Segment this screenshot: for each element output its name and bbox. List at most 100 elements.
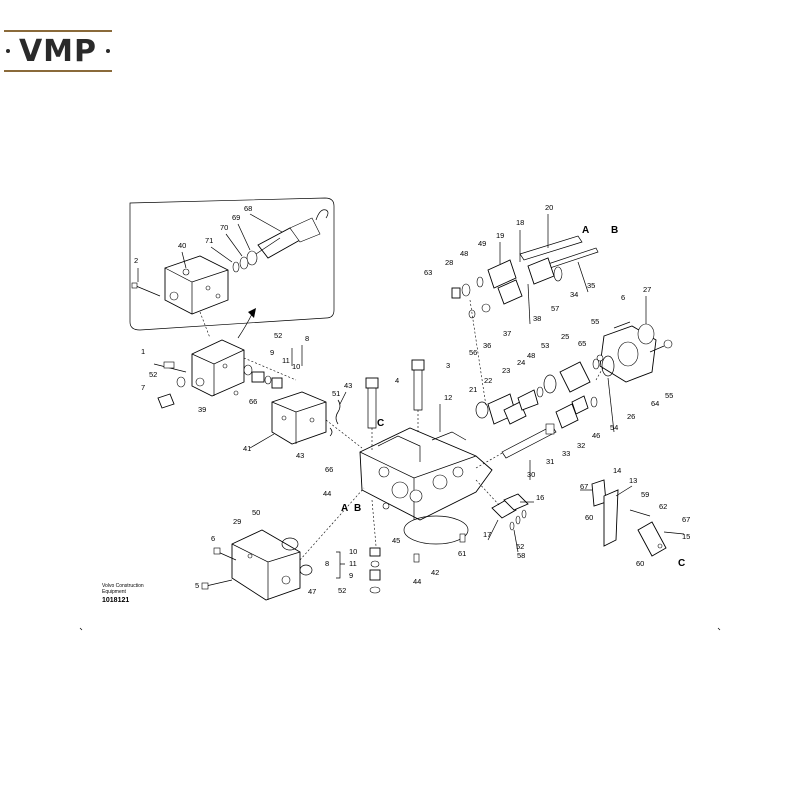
screws-5-6 [201, 547, 237, 590]
part-label-52: 52 [274, 331, 282, 340]
part-label-25: 25 [561, 332, 569, 341]
logo-top-rule [4, 30, 112, 32]
manufacturer-caption: Volvo Construction Equipment 1018121 [102, 583, 144, 604]
part-label-36: 36 [483, 341, 491, 350]
part-label-52: 52 [338, 586, 346, 595]
part-label-31: 31 [546, 457, 554, 466]
part-label-50: 50 [252, 508, 260, 517]
inset-valve-block-40 [164, 255, 229, 315]
part-label-30: 30 [527, 470, 535, 479]
part-label-47: 47 [308, 587, 316, 596]
part-label-41: 41 [243, 444, 251, 453]
clips-43-51 [329, 399, 341, 437]
ref-a-top: A [582, 225, 589, 236]
part-label-70: 70 [220, 223, 228, 232]
part-label-54: 54 [610, 423, 618, 432]
right-small-parts [596, 321, 673, 362]
part-label-67: 67 [682, 515, 690, 524]
part-label-35: 35 [587, 281, 595, 290]
part-label-58: 58 [517, 551, 525, 560]
part-label-56: 56 [469, 348, 477, 357]
part-label-7: 7 [141, 383, 145, 392]
part-label-62: 62 [659, 502, 667, 511]
part-label-66: 66 [325, 465, 333, 474]
part-label-52: 52 [149, 370, 157, 379]
part-label-42: 42 [431, 568, 439, 577]
part-label-68: 68 [244, 204, 252, 213]
part-label-18: 18 [516, 218, 524, 227]
valve-block-39 [191, 339, 245, 397]
left-small-parts [153, 361, 283, 409]
bolt-3 [411, 359, 425, 411]
part-label-71: 71 [205, 236, 213, 245]
part-label-59: 59 [641, 490, 649, 499]
part-label-60: 60 [585, 513, 593, 522]
logo-wordmark: VMP [18, 34, 98, 69]
spool-30 [501, 423, 557, 459]
part-label-44: 44 [413, 577, 421, 586]
part-label-8: 8 [305, 334, 309, 343]
caption-line-1: Volvo Construction [102, 583, 144, 589]
pins-44-61 [382, 502, 466, 563]
part-label-19: 19 [496, 231, 504, 240]
part-label-28: 28 [445, 258, 453, 267]
part-label-55: 55 [591, 317, 599, 326]
inset-detail-box [129, 197, 335, 331]
part-label-26: 26 [627, 412, 635, 421]
part-label-51: 51 [332, 389, 340, 398]
part-label-2: 2 [134, 256, 138, 265]
part-label-4: 4 [395, 376, 399, 385]
part-label-5: 5 [195, 581, 199, 590]
ref-c-right: C [678, 558, 685, 569]
part-label-39: 39 [198, 405, 206, 414]
bracket-13-14 [580, 479, 619, 547]
part-label-14: 14 [613, 466, 621, 475]
part-label-9: 9 [270, 348, 274, 357]
part-label-3: 3 [446, 361, 450, 370]
part-label-40: 40 [178, 241, 186, 250]
part-label-20: 20 [545, 203, 553, 212]
logo-dot-right [106, 49, 110, 53]
end-cover-26 [599, 323, 657, 383]
ref-b-left: B [354, 503, 361, 514]
part-label-64: 64 [651, 399, 659, 408]
part-label-44: 44 [323, 489, 331, 498]
part-label-48: 48 [460, 249, 468, 258]
part-label-23: 23 [502, 366, 510, 375]
logo-bottom-rule [4, 70, 112, 72]
part-label-57: 57 [551, 304, 559, 313]
part-label-67: 67 [580, 482, 588, 491]
part-label-22: 22 [484, 376, 492, 385]
part-label-12: 12 [444, 393, 452, 402]
part-label-33: 33 [562, 449, 570, 458]
bracket-15 [629, 509, 667, 557]
leader-lines [137, 213, 685, 553]
fittings-16-17 [491, 493, 529, 531]
caption-line-2: Equipment [102, 589, 127, 595]
main-valve-body-12 [359, 427, 493, 521]
part-label-6: 6 [211, 534, 215, 543]
part-label-43: 43 [344, 381, 352, 390]
top-right-spool-parts [451, 235, 599, 319]
spring-parts-31-33 [555, 395, 598, 429]
part-label-34: 34 [570, 290, 578, 299]
part-label-55: 55 [665, 391, 673, 400]
inset-o-rings [232, 250, 258, 273]
part-label-69: 69 [232, 213, 240, 222]
part-label-65: 65 [578, 339, 586, 348]
edge-ticks [79, 627, 721, 631]
part-label-17: 17 [483, 530, 491, 539]
part-label-9: 9 [349, 571, 353, 580]
part-label-38: 38 [533, 314, 541, 323]
assembly-dash-lines [199, 299, 605, 561]
part-label-37: 37 [503, 329, 511, 338]
part-label-11: 11 [282, 356, 290, 365]
part-label-21: 21 [469, 385, 477, 394]
part-label-8: 8 [325, 559, 329, 568]
part-label-43: 43 [296, 451, 304, 460]
part-label-29: 29 [233, 517, 241, 526]
part-label-16: 16 [536, 493, 544, 502]
part-label-6: 6 [621, 293, 625, 302]
